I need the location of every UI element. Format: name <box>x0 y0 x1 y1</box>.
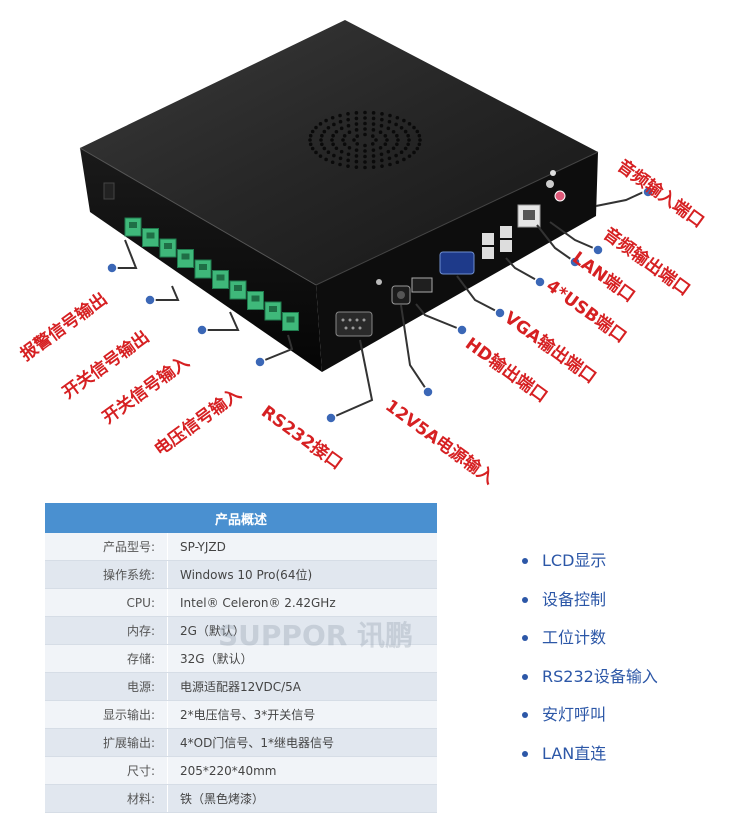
bullet-icon <box>522 712 528 719</box>
feature-item: LCD显示 <box>522 548 658 587</box>
spec-key: 材料: <box>45 784 168 813</box>
spec-value: 电源适配器12VDC/5A <box>167 672 437 701</box>
spec-key: 扩展输出: <box>45 728 168 757</box>
spec-row: 尺寸:205*220*40mm <box>45 756 437 785</box>
spec-row: 操作系统:Windows 10 Pro(64位) <box>45 560 437 589</box>
bullet-icon <box>522 558 528 564</box>
spec-value: 32G（默认） <box>167 644 437 673</box>
feature-item: RS232设备输入 <box>522 664 658 703</box>
feature-label: RS232设备输入 <box>542 666 658 686</box>
feature-label: 设备控制 <box>542 589 607 609</box>
spec-row: 电源:电源适配器12VDC/5A <box>45 672 437 701</box>
spec-value: 4*OD门信号、1*继电器信号 <box>167 728 437 757</box>
device-top <box>80 20 598 285</box>
spec-key: 显示输出: <box>45 700 168 729</box>
watermark: SUPPOR 讯鹏 <box>218 619 414 652</box>
hdmi-port <box>411 277 433 293</box>
bullet-icon <box>522 596 528 603</box>
spec-value: 铁（黑色烤漆） <box>167 784 437 813</box>
spec-value: 205*220*40mm <box>167 756 437 785</box>
feature-item: 工位计数 <box>522 625 658 664</box>
feature-item: LAN直连 <box>522 741 658 780</box>
leader-lines <box>112 189 649 419</box>
spec-value: 2*电压信号、3*开关信号 <box>167 700 437 729</box>
feature-list: LCD显示设备控制工位计数 RS232设备输入安灯呼叫 LAN直连 <box>522 548 658 780</box>
spec-value: SP-YJZD <box>167 533 437 561</box>
feature-label: LAN直连 <box>542 743 607 763</box>
feature-label: LCD显示 <box>542 551 607 570</box>
spec-value: Intel® Celeron® 2.42GHz <box>167 588 437 617</box>
bullet-icon <box>522 635 528 642</box>
leader-dots <box>106 186 654 424</box>
spec-row: 材料:铁（黑色烤漆） <box>45 784 437 813</box>
spec-row: 显示输出:2*电压信号、3*开关信号 <box>45 700 437 729</box>
bullet-icon <box>522 673 528 680</box>
spec-key: 操作系统: <box>45 560 168 589</box>
audio-port <box>554 190 566 202</box>
device-illustration <box>79 20 654 424</box>
spec-row: 存储:32G（默认） <box>45 644 437 673</box>
feature-item: 安灯呼叫 <box>522 702 658 741</box>
spec-key: 内存: <box>45 616 168 645</box>
vga-port <box>439 251 475 275</box>
spec-value: Windows 10 Pro(64位) <box>167 560 437 589</box>
spec-table-title: 产品概述 <box>45 503 437 533</box>
spec-key: 电源: <box>45 672 168 701</box>
spec-key: 产品型号: <box>45 533 168 561</box>
feature-label: 工位计数 <box>542 628 607 648</box>
spec-row: 扩展输出:4*OD门信号、1*继电器信号 <box>45 728 437 757</box>
spec-row: 产品型号:SP-YJZD <box>45 533 437 561</box>
usb-port <box>482 233 494 245</box>
spec-key: CPU: <box>45 588 168 617</box>
bullet-icon <box>522 750 528 757</box>
spec-key: 尺寸: <box>45 756 168 785</box>
spec-row: CPU:Intel® Celeron® 2.42GHz <box>45 588 437 617</box>
spec-row: 内存:2G（默认） <box>45 616 437 645</box>
spec-key: 存储: <box>45 644 168 673</box>
side-switch <box>103 182 115 200</box>
rs232-port <box>335 311 373 337</box>
terminal-blocks <box>124 217 299 331</box>
speaker-grill <box>308 110 422 170</box>
spec-value: 2G（默认） <box>167 616 437 645</box>
feature-item: 设备控制 <box>522 587 658 626</box>
feature-label: 安灯呼叫 <box>542 705 607 725</box>
